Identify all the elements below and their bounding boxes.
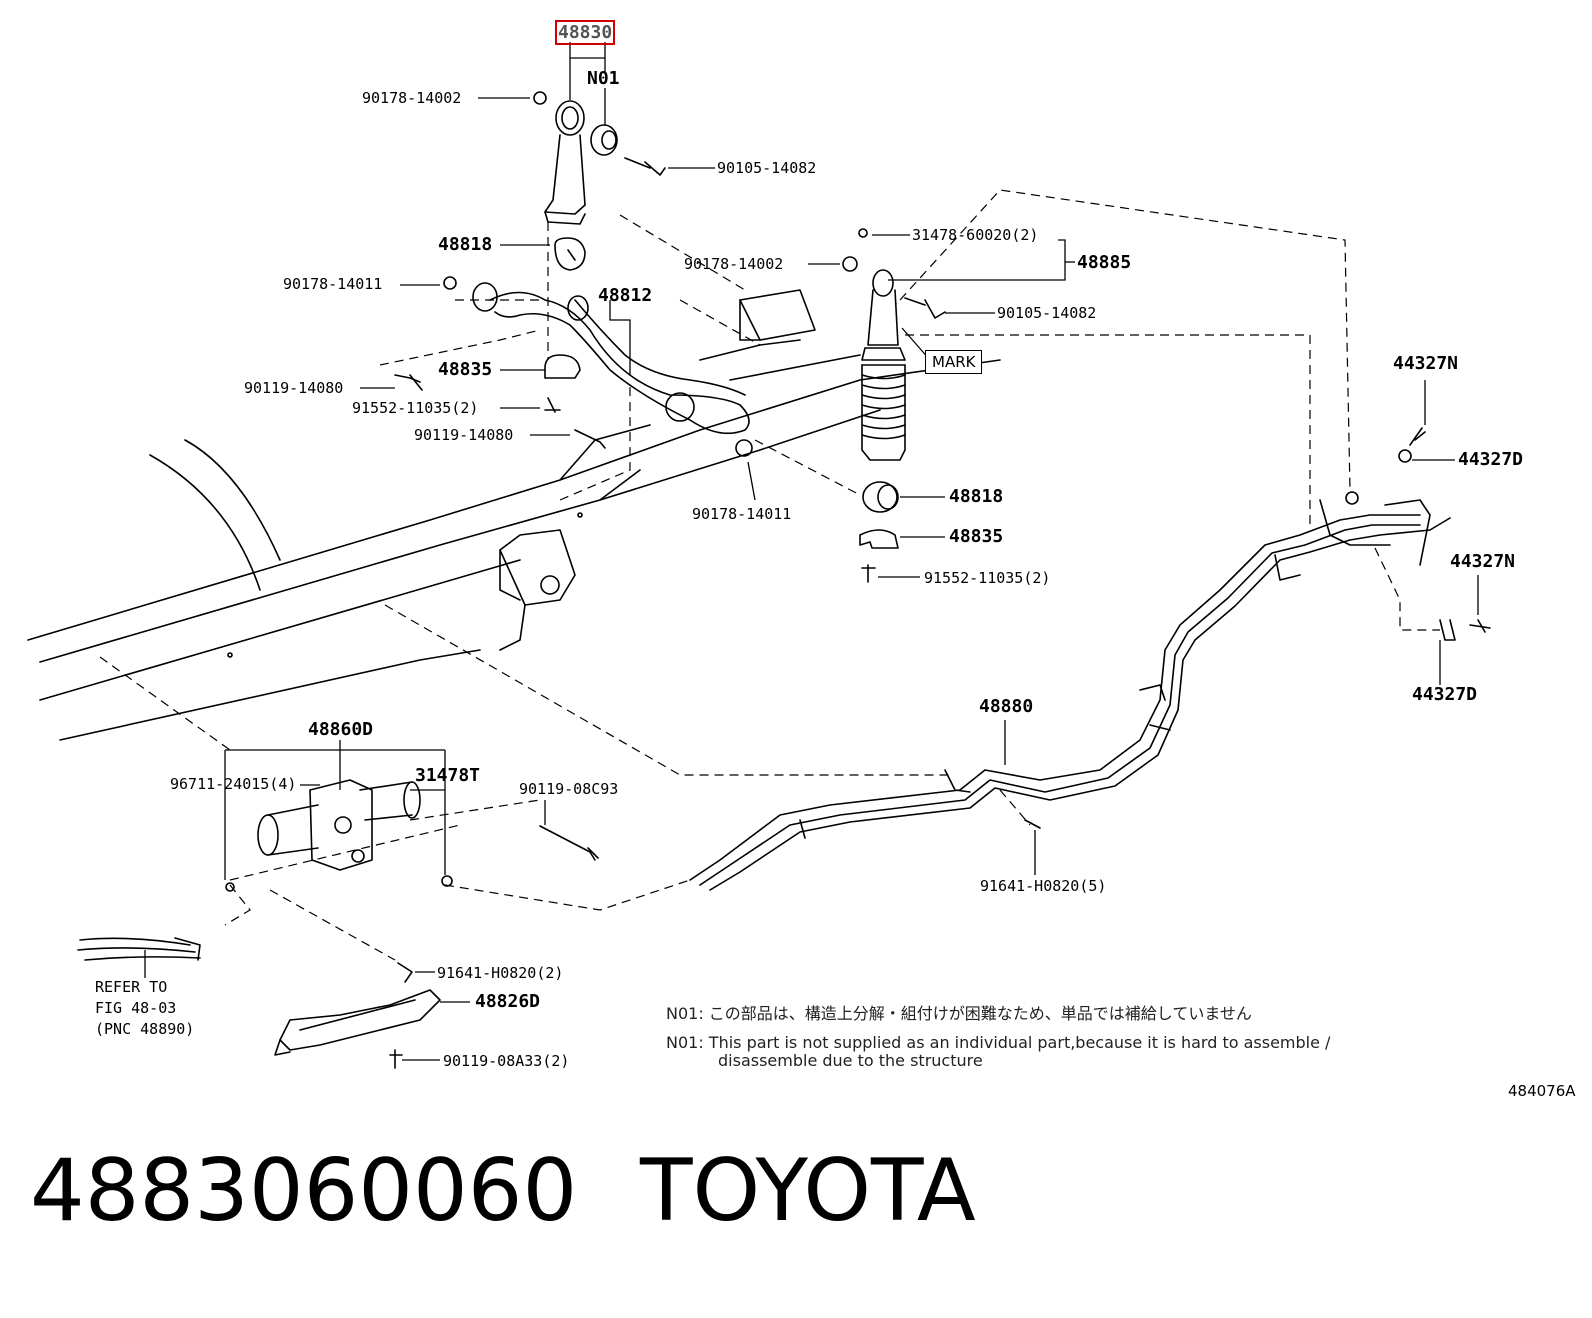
callout-91641-H0820-b: 91641-H0820(2) (437, 964, 564, 982)
callout-48818-a: 48818 (438, 234, 493, 255)
callout-48826D: 48826D (475, 991, 541, 1012)
bushing-48818-right (862, 481, 899, 513)
callout-48818-b: 48818 (949, 486, 1004, 507)
callout-90119-08C93: 90119-08C93 (519, 780, 619, 798)
callout-91552-11035-a: 91552-11035(2) (352, 399, 479, 417)
refer-line-2: FIG 48-03 (95, 999, 177, 1017)
callout-48835-a: 48835 (438, 359, 493, 380)
stabilizer-bar-48812 (472, 282, 750, 435)
callout-90178-14002-b: 90178-14002 (684, 255, 784, 273)
figure-id: 484076A (1508, 1082, 1576, 1100)
bracket-48835-left (544, 354, 581, 379)
actuator-48885 (842, 228, 946, 461)
callout-44327N-b: 44327N (1450, 551, 1516, 572)
callout-90119-08A33: 90119-08A33(2) (443, 1052, 570, 1070)
callout-44327N-a: 44327N (1393, 353, 1459, 374)
bracket-48835-right (859, 529, 899, 549)
plate-48826D (274, 989, 441, 1069)
callout-96711-24015: 96711-24015(4) (170, 775, 297, 793)
callout-90119-14080-b: 90119-14080 (414, 426, 514, 444)
refer-line-1: REFER TO (95, 978, 168, 996)
callout-48860D: 48860D (308, 719, 374, 740)
callout-90178-14011-a: 90178-14011 (283, 275, 383, 293)
callout-90105-14082-a: 90105-14082 (717, 159, 817, 177)
callout-48885: 48885 (1077, 252, 1132, 273)
callout-31478-60020: 31478-60020(2) (912, 226, 1039, 244)
callout-44327D-b: 44327D (1412, 684, 1478, 705)
callout-90105-14082-b: 90105-14082 (997, 304, 1097, 322)
callout-91552-11035-b: 91552-11035(2) (924, 569, 1051, 587)
callout-48835-b: 48835 (949, 526, 1004, 547)
mark-label: MARK (925, 350, 983, 374)
refer-line-3: (PNC 48890) (95, 1020, 195, 1038)
note-english-line-2: disassemble due to the structure (718, 1051, 983, 1070)
callout-91641-H0820-a: 91641-H0820(5) (980, 877, 1107, 895)
callout-48880: 48880 (979, 696, 1034, 717)
note-english-line-1: N01: This part is not supplied as an ind… (666, 1033, 1331, 1052)
callout-31478T: 31478T (415, 765, 481, 786)
stabilizer-link-48830[interactable] (533, 91, 666, 225)
part-number: 4883060060 (30, 1141, 578, 1241)
frame-outline (27, 289, 1001, 741)
callout-90119-14080-a: 90119-14080 (244, 379, 344, 397)
callout-N01: N01 (587, 68, 620, 89)
brand-name: TOYOTA (640, 1141, 976, 1241)
callout-44327D-a: 44327D (1458, 449, 1524, 470)
callout-90178-14011-b: 90178-14011 (692, 505, 792, 523)
callout-48812: 48812 (598, 285, 653, 306)
tube-48880 (689, 427, 1491, 891)
note-japanese: N01: この部品は、構造上分解・組付けが困難なため、単品では補給していません (666, 1004, 1252, 1023)
bushing-48818-left (554, 237, 586, 271)
callout-90178-14002-a: 90178-14002 (362, 89, 462, 107)
callout-48830[interactable]: 48830 (555, 20, 616, 45)
pump-48860D[interactable] (77, 779, 599, 983)
